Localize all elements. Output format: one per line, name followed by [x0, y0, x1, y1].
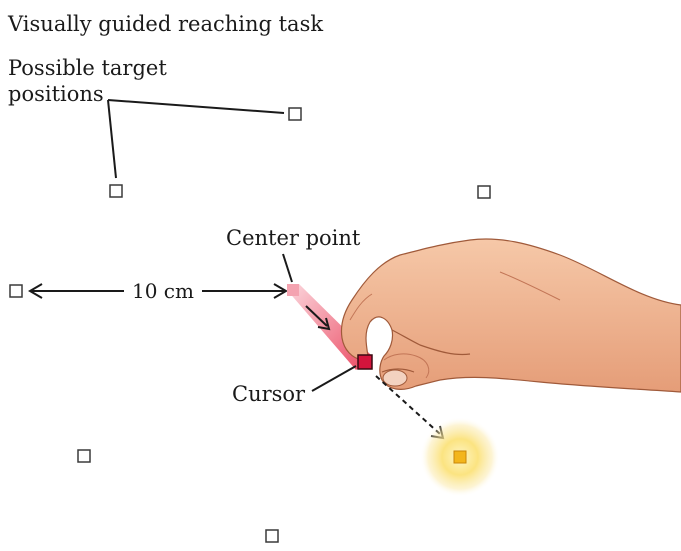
hand-illustration [340, 238, 681, 393]
center-point-marker [287, 284, 299, 296]
target-square-north-west [109, 184, 123, 198]
target-square-south [265, 529, 279, 543]
center-point-label: Center point [226, 226, 361, 250]
center-point-leader [282, 253, 293, 283]
diagram-title: Visually guided reaching task [8, 12, 324, 36]
possible-targets-label-line1: Possible target [8, 56, 167, 80]
distance-label: 10 cm [132, 279, 194, 303]
target-leader-lines [107, 99, 285, 179]
target-square-north-east [288, 107, 302, 121]
active-target-square [453, 450, 467, 464]
possible-targets-label-line2: positions [8, 82, 104, 106]
target-squares [9, 107, 491, 543]
target-square-south-west [77, 449, 91, 463]
cursor-leader [311, 365, 357, 392]
cursor-label: Cursor [232, 382, 306, 406]
target-square-far-north-east [477, 185, 491, 199]
distance-arrow [28, 283, 288, 299]
possible-targets-label: Possible target positions [8, 55, 167, 107]
target-square-west [9, 284, 23, 298]
cursor-marker [357, 354, 373, 370]
center-to-cursor-arrow [305, 305, 331, 331]
